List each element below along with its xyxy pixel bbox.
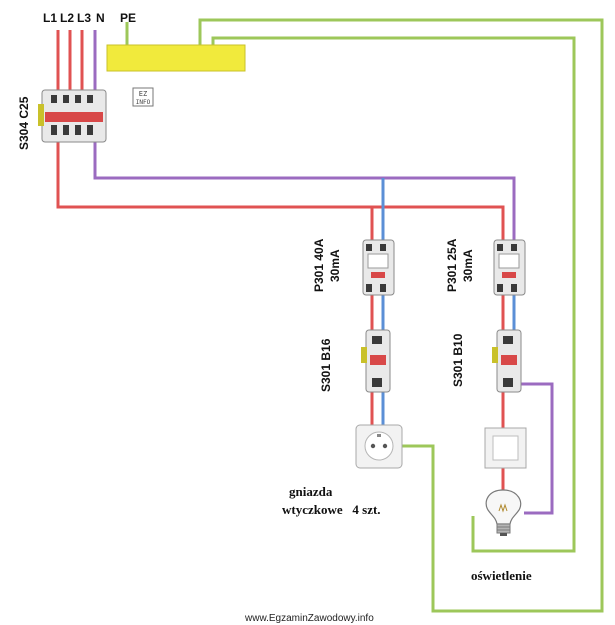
- sockets-label-line2: wtyczkowe 4 szt.: [282, 502, 381, 517]
- lighting-label: oświetlenie: [471, 568, 532, 583]
- ez-info-logo: EZ INFO: [132, 87, 154, 107]
- phase-to-rcds: [56, 142, 505, 240]
- pe-conductors: [125, 18, 604, 613]
- mcb-sockets: [361, 329, 391, 393]
- supply-wires: [56, 30, 97, 90]
- pe-label: PE: [120, 11, 136, 25]
- l3-label: L3: [77, 11, 91, 25]
- socket-circuit-wires: [370, 295, 385, 425]
- l1-label: L1: [43, 11, 57, 25]
- rcd-lighting-label-line1: P301 25A: [445, 238, 459, 292]
- l2-label: L2: [60, 11, 74, 25]
- n-label: N: [96, 11, 105, 25]
- neutral-to-rcds: [93, 142, 516, 240]
- rcd-sockets-label-line1: P301 40A: [312, 238, 326, 292]
- light-switch-icon: [484, 427, 527, 469]
- svg-text:EZ: EZ: [139, 90, 147, 98]
- pe-busbar: [106, 44, 246, 72]
- rcd-sockets-label-line2: 30mA: [328, 249, 342, 282]
- pe-outer-loop: [198, 18, 604, 613]
- sockets-label-line1: gniazda: [289, 484, 333, 499]
- main-breaker-label: S304 C25: [17, 96, 31, 150]
- mcb-lighting-label: S301 B10: [451, 333, 465, 387]
- rcd-lighting: [493, 239, 526, 296]
- lighting-neutral-return: [516, 382, 554, 515]
- pe-lighting-loop: [211, 36, 576, 553]
- rcd-sockets: [362, 239, 395, 296]
- socket-outlet-icon: [355, 424, 403, 469]
- watermark-text: www.EgzaminZawodowy.info: [244, 613, 374, 624]
- mcb-sockets-label: S301 B16: [319, 338, 333, 392]
- mcb-lighting: [492, 329, 522, 393]
- svg-text:INFO: INFO: [136, 99, 151, 106]
- light-bulb-icon: [485, 489, 522, 536]
- main-breaker-s304: [38, 89, 107, 143]
- lighting-circuit-wires: [501, 295, 554, 515]
- rcd-lighting-label-line2: 30mA: [461, 249, 475, 282]
- distribution-wires: [56, 142, 516, 240]
